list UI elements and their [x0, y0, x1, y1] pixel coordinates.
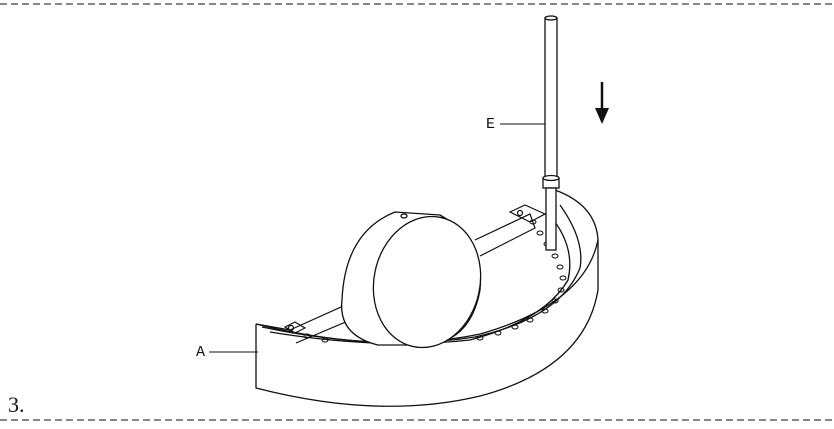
rod-e: [542, 15, 560, 251]
drum: [341, 211, 482, 349]
callout-label-a: A: [196, 344, 206, 361]
down-arrow-icon: [595, 82, 609, 124]
step-number: 3.: [8, 392, 25, 417]
callout-label-e: E: [486, 116, 496, 133]
